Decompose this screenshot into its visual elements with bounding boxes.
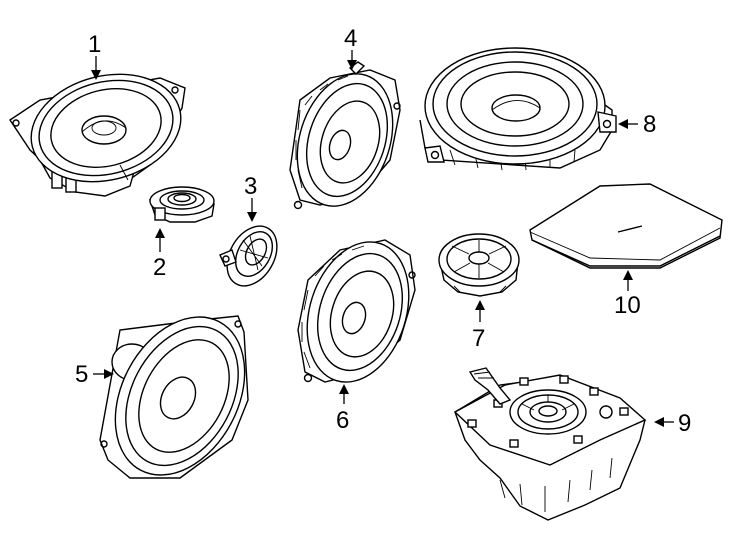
callout-5-label: 5	[75, 361, 88, 388]
callout-7-label: 7	[472, 325, 485, 352]
callout-6-label: 6	[336, 407, 349, 434]
callout-9-label: 9	[678, 410, 691, 437]
callout-6: 6	[336, 384, 349, 434]
callout-10: 10	[614, 270, 641, 319]
callout-7: 7	[472, 300, 485, 352]
callout-3-label: 3	[244, 173, 257, 200]
callout-5: 5	[75, 361, 114, 388]
part-5-oval-speaker	[99, 315, 249, 479]
callout-4-label: 4	[344, 25, 357, 52]
part-9-subwoofer	[453, 367, 647, 521]
callout-1-label: 1	[88, 31, 101, 58]
callout-1: 1	[88, 31, 101, 80]
callout-2-label: 2	[153, 254, 166, 281]
part-10-pad	[529, 183, 723, 269]
part-4-door-speaker	[289, 61, 401, 210]
callout-8: 8	[618, 111, 656, 138]
part-1-speaker	[9, 73, 186, 197]
callout-8-label: 8	[643, 111, 656, 138]
part-6-door-speaker	[297, 239, 416, 383]
callout-10-label: 10	[614, 292, 641, 319]
part-3-tweeter	[219, 225, 278, 287]
part-2-tweeter	[149, 186, 215, 223]
part-7-tweeter	[438, 233, 520, 297]
part-8-large-speaker	[419, 47, 617, 171]
callout-2: 2	[153, 228, 166, 281]
callout-3: 3	[244, 173, 257, 222]
callout-9: 9	[654, 410, 691, 437]
callout-4: 4	[344, 25, 357, 70]
